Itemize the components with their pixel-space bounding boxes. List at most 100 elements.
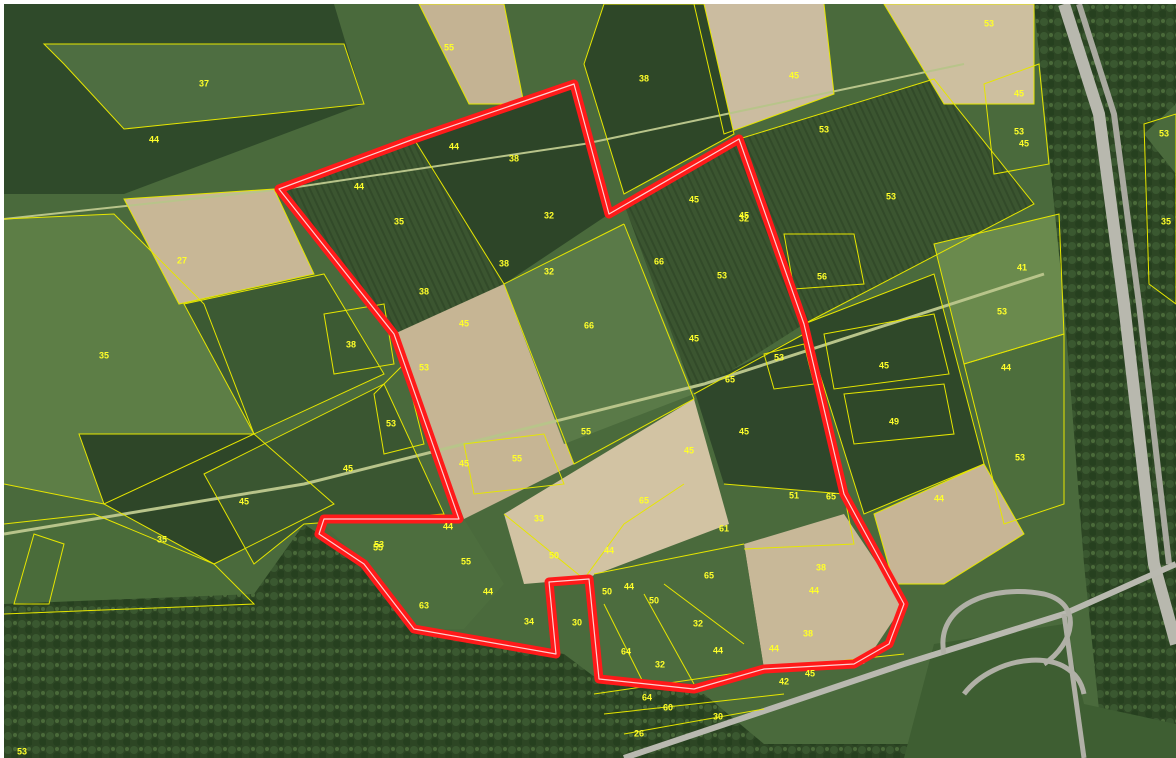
parcel-label: 30 — [572, 617, 582, 627]
parcel-label: 32 — [655, 659, 665, 669]
parcel-label: 35 — [157, 534, 167, 544]
parcel-label: 38 — [816, 562, 826, 572]
parcel-label: 64 — [621, 646, 631, 656]
parcel-label: 65 — [704, 570, 714, 580]
parcel-label: 53 — [997, 306, 1007, 316]
field-patch — [739, 79, 1034, 324]
parcel-label: 64 — [642, 692, 652, 702]
parcel-label: 53 — [419, 362, 429, 372]
parcel-label: 53 — [886, 191, 896, 201]
field-patch — [414, 84, 609, 284]
parcel-label: 60 — [663, 702, 673, 712]
aerial-map[interactable]: 37 44 55 38 45 53 45 53 44 38 44 35 32 38 32 45 66 53 45 32… — [4, 4, 1176, 758]
parcel-label: 35 — [394, 216, 404, 226]
parcel-label: 53 — [774, 352, 784, 362]
highway-road — [1058, 4, 1176, 646]
parcel-label: 32 — [739, 213, 749, 223]
parcel-label: 38 — [499, 258, 509, 268]
highway-road — [1076, 4, 1172, 565]
parcel-label: 55 — [581, 426, 591, 436]
field-patch — [184, 274, 384, 434]
field-patch — [394, 284, 574, 519]
parcel-label: 42 — [779, 676, 789, 686]
parcel-label: 53 — [386, 418, 396, 428]
field-patch — [744, 514, 904, 669]
field-patch — [204, 384, 444, 564]
parcel-label: 53 — [717, 270, 727, 280]
parcel-label: 32 — [693, 618, 703, 628]
parcel-label: 41 — [1017, 262, 1027, 272]
parcel-label: 35 — [1161, 216, 1171, 226]
field-track — [4, 63, 965, 220]
parcel-label: 45 — [1014, 88, 1024, 98]
parcel-label: 26 — [634, 728, 644, 738]
parcel-label: 44 — [809, 585, 819, 595]
parcel-label: 65 — [725, 374, 735, 384]
parcel-label: 50 — [549, 550, 559, 560]
parcel-label: 45 — [879, 360, 889, 370]
parcel-label: 63 — [419, 600, 429, 610]
field-patch — [319, 519, 504, 629]
parcel-label: 45 — [689, 333, 699, 343]
parcel-label: 38 — [509, 153, 519, 163]
field-patch — [964, 334, 1064, 524]
parcel-label: 53 — [1015, 452, 1025, 462]
field-patch — [874, 464, 1024, 584]
parcel-label: 65 — [639, 495, 649, 505]
parcel-label: 66 — [584, 320, 594, 330]
parcel-label: 30 — [713, 711, 723, 721]
field-patch — [504, 399, 729, 584]
parcel-label: 49 — [889, 416, 899, 426]
field-patch — [44, 44, 364, 129]
aerial-map-canvas[interactable]: 37 44 55 38 45 53 45 53 44 38 44 35 32 38 32 45 66 53 45 32… — [4, 4, 1176, 758]
parcel-boundaries — [4, 4, 1176, 735]
parcel-label: 44 — [604, 545, 614, 555]
parcel-label: 50 — [602, 586, 612, 596]
parcel-label: 44 — [713, 645, 723, 655]
parcel-label: 45 — [739, 426, 749, 436]
forest-area — [904, 624, 1176, 758]
field-patch — [4, 514, 254, 614]
field-patch — [594, 544, 764, 689]
parcel-label: 44 — [483, 586, 493, 596]
field-patch — [124, 189, 314, 304]
parcel-label: 44 — [354, 181, 364, 191]
parcel-label: 45 — [805, 668, 815, 678]
parcel-label: 45 — [239, 496, 249, 506]
parcel-label: 53 — [819, 124, 829, 134]
parcel-label: 50 — [649, 595, 659, 605]
parcel-labels: 37 44 55 38 45 53 45 53 44 38 44 35 32 38 32 45 66 53 45 32… — [17, 18, 1171, 756]
parcel-label: 55 — [373, 542, 383, 552]
road — [1061, 613, 1087, 758]
road — [623, 561, 1176, 758]
parcel-label: 44 — [149, 134, 159, 144]
parcel-label: 55 — [444, 42, 454, 52]
parcel-label: 45 — [459, 318, 469, 328]
parcel-label: 45 — [1019, 138, 1029, 148]
field-patch — [419, 4, 524, 104]
parcel-label: 38 — [639, 73, 649, 83]
field-patch — [584, 4, 734, 194]
parcel-label: 45 — [459, 458, 469, 468]
field-patch — [694, 4, 834, 134]
parcel-label: 44 — [1001, 362, 1011, 372]
parcel-label: 44 — [934, 493, 944, 503]
site-boundary-inner — [278, 83, 905, 690]
parcel-label: 37 — [199, 78, 209, 88]
forest-area — [4, 524, 1176, 758]
parcel-label: 53 — [984, 18, 994, 28]
parcel-label: 61 — [719, 523, 729, 533]
parcel-label: 51 — [789, 490, 799, 500]
field-patch — [4, 214, 254, 504]
parcel-label: 53 — [1159, 128, 1169, 138]
parcel-label: 32 — [544, 266, 554, 276]
parcel-label: 38 — [419, 286, 429, 296]
parcel-label: 66 — [654, 256, 664, 266]
parcel-label: 38 — [803, 628, 813, 638]
parcel-label: 53 — [17, 746, 27, 756]
parcel-label: 33 — [534, 513, 544, 523]
parcel-label: 45 — [789, 70, 799, 80]
parcel-label: 56 — [817, 271, 827, 281]
forest-area — [1034, 4, 1176, 758]
road — [962, 657, 1087, 696]
